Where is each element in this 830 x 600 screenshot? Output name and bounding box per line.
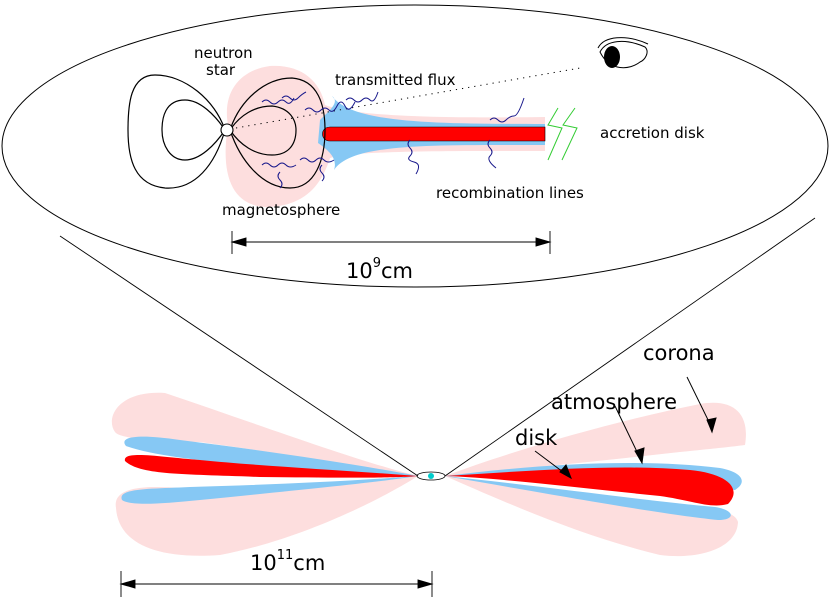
photon-arrows [261, 91, 525, 189]
label-neutron: neutron [194, 44, 253, 62]
neutron-star [220, 123, 234, 137]
photon-arrow [261, 97, 295, 105]
label-atmosphere: atmosphere [551, 390, 677, 414]
photon-arrow [281, 91, 307, 101]
inner-system [127, 37, 649, 207]
inner-scale-bar [230, 231, 552, 254]
disk-body [124, 455, 418, 478]
atmosphere-layer [121, 476, 418, 504]
atmosphere-layer [445, 476, 731, 520]
outer-disk-structure [111, 392, 746, 557]
eye-icon [597, 37, 649, 69]
photon-arrow [489, 97, 525, 123]
corona-region [445, 402, 746, 476]
atmosphere-layer [124, 436, 418, 476]
disk-body [445, 467, 734, 506]
inner-disk [322, 126, 546, 142]
photon-arrow [319, 164, 325, 182]
label-accretion-disk: accretion disk [600, 124, 705, 142]
scale-inner-label: 109cm [346, 256, 413, 283]
label-star: star [206, 61, 236, 79]
corona-region [111, 392, 418, 476]
photon-arrow [277, 171, 283, 189]
scale-outer-label: 1011cm [250, 548, 325, 575]
corona-region [445, 476, 738, 557]
photon-arrow [261, 162, 297, 168]
magnetic-field-lines [127, 74, 326, 189]
label-transmitted-flux: transmitted flux [335, 71, 456, 89]
zoom-cone [59, 217, 816, 477]
label-corona: corona [643, 341, 715, 365]
label-pointers [534, 376, 717, 480]
photon-arrow [299, 157, 335, 163]
label-recombination-lines: recombination lines [436, 184, 584, 202]
transmitted-flux-ray [235, 67, 581, 129]
label-disk: disk [515, 426, 558, 450]
photon-arrow [487, 139, 497, 169]
label-magnetosphere: magnetosphere [222, 201, 340, 219]
photon-arrow [345, 91, 379, 103]
zoom-ellipse [1, 4, 829, 288]
outer-scale-bar [119, 571, 434, 597]
photon-arrow [304, 101, 356, 113]
photon-arrow [407, 139, 420, 175]
shock-lines [547, 107, 578, 161]
neutron-star-marker [428, 473, 434, 479]
